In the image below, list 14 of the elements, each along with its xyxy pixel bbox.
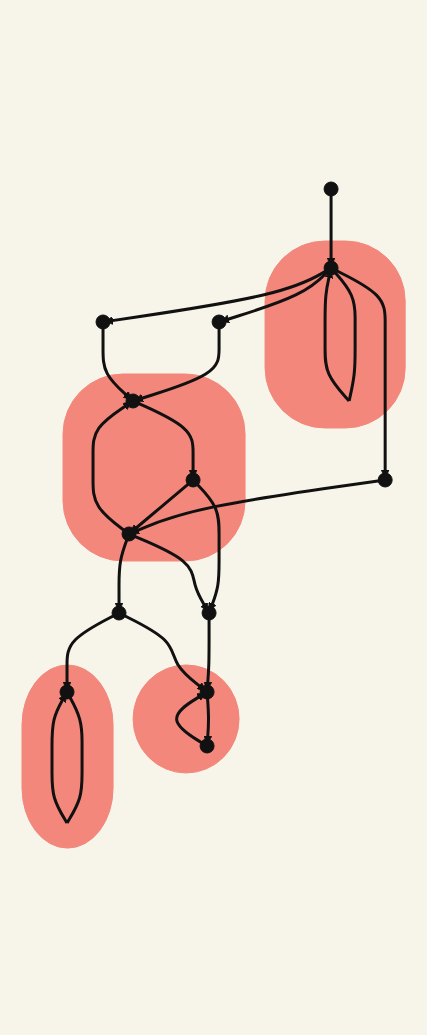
node-circle [59, 684, 75, 700]
node-circle [377, 472, 393, 488]
node-circle [111, 605, 127, 621]
node-circle [199, 738, 215, 754]
node-circle [199, 684, 215, 700]
node-circle [125, 393, 141, 409]
node-circle [201, 605, 217, 621]
cluster [62, 373, 246, 562]
node-circle [323, 260, 339, 276]
node-circle [95, 314, 111, 330]
node-circle [121, 526, 137, 542]
node-circle [211, 314, 227, 330]
node-circle [185, 472, 201, 488]
node-circle [323, 181, 339, 197]
